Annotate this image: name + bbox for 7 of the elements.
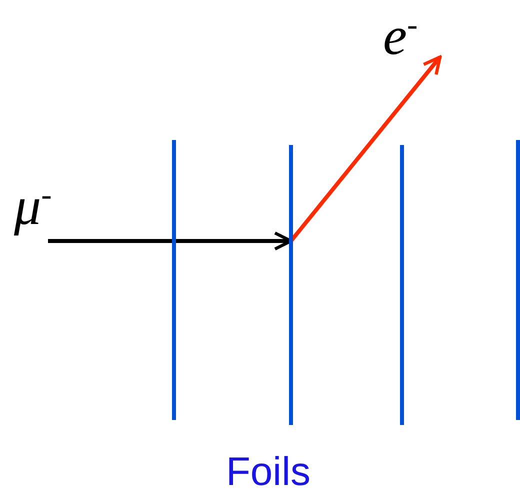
particle-symbol: e$^{-}$ <box>383 8 418 63</box>
particle-symbol: μ$^{-}$ <box>14 178 52 233</box>
foil-bar <box>400 145 404 425</box>
foil-bar <box>172 140 176 420</box>
foil-bar <box>289 145 293 425</box>
foil-bar <box>516 140 520 420</box>
foils-label: Foils <box>226 452 310 492</box>
